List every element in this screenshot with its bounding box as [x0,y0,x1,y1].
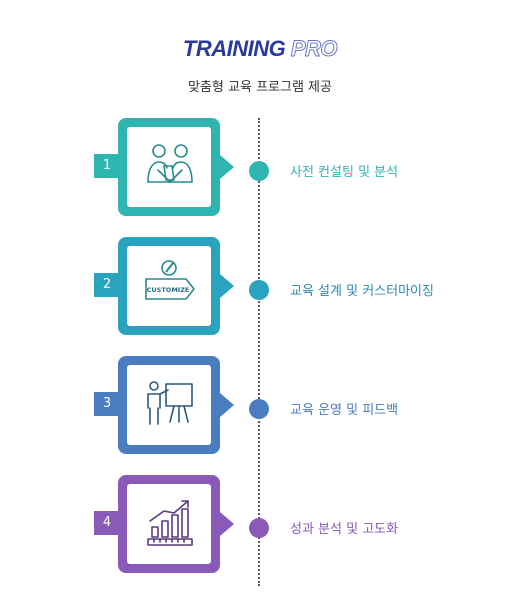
subtitle: 맞춤형 교육 프로그램 제공 [188,80,332,95]
consulting-people-icon [147,144,193,183]
step-1-label: 사전 컨설팅 및 분석 [290,165,399,180]
step-2-dot [249,280,269,300]
growth-chart-icon [147,500,193,546]
step-1: 1 사전 컨설팅 및 분석 [0,118,520,228]
brand-title-pro: PRO [290,36,338,62]
step-1-dot [249,161,269,181]
presenter-board-icon [147,381,193,425]
step-3: 3 교육 운영 및 피드백 [0,356,520,466]
customize-tag-icon: CUSTOMIZE [145,260,195,300]
timeline-line [258,118,260,586]
step-1-number: 1 [94,154,120,178]
customize-text: CUSTOMIZE [147,286,190,294]
step-3-box: 3 [94,356,234,454]
step-4-box: 4 [94,475,234,573]
step-2-number: 2 [94,273,120,297]
step-2: 2 CUSTOMIZE 교육 설계 및 커스터마이징 [0,237,520,347]
step-4-label: 성과 분석 및 고도화 [290,522,399,537]
step-2-box: 2 CUSTOMIZE [94,237,234,335]
step-1-box: 1 [94,118,234,216]
step-3-number: 3 [94,392,120,416]
step-4: 4 성과 분석 및 고도화 [0,475,520,585]
step-3-dot [249,399,269,419]
step-2-label: 교육 설계 및 커스터마이징 [290,284,434,299]
step-4-dot [249,518,269,538]
brand-title-training: TRAINING [182,36,286,61]
step-3-label: 교육 운영 및 피드백 [290,403,399,418]
step-4-number: 4 [94,511,120,535]
brand-title: TRAINING PRO [0,36,520,62]
